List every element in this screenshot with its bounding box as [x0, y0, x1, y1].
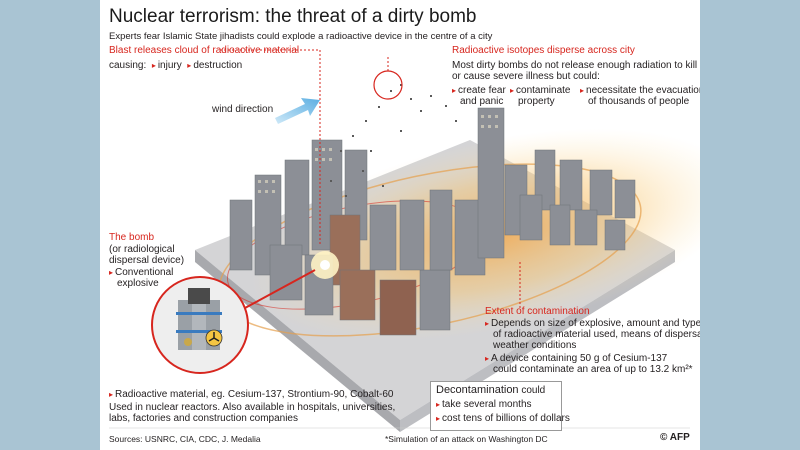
bullet-arrow-icon: ▸ [510, 86, 515, 95]
buildings [229, 107, 636, 336]
effect-fear: ▸create fear [452, 85, 506, 97]
extent-b2-l1: A device containing 50 g of Cesium-137 [491, 353, 668, 364]
bomb-callout-leader [244, 269, 316, 309]
extent-b2-l2: could contaminate an area of up to 13.2 … [493, 364, 693, 375]
extent-b1-l3: weather conditions [493, 340, 577, 351]
isotopes-heading: Radioactive isotopes disperse across cit… [452, 45, 635, 56]
effect-property-l1: contaminate [516, 85, 571, 96]
extent-b1-l2: of radioactive material used, means of d… [493, 329, 700, 340]
debris-particles [330, 84, 457, 197]
page-subtitle: Experts fear Islamic State jihadists cou… [109, 31, 493, 42]
bullet-arrow-icon: ▸ [436, 414, 441, 423]
bomb-heading: The bomb [109, 232, 155, 243]
blast-center [320, 260, 330, 270]
simulation-note: *Simulation of an attack on Washington D… [385, 434, 548, 444]
isotope-highlight-circle [373, 70, 403, 100]
bullet-arrow-icon: ▸ [580, 86, 585, 95]
bullet-arrow-icon: ▸ [485, 319, 490, 328]
bullet-arrow-icon: ▸ [485, 354, 490, 363]
decon-heading-main: Decontamination [436, 384, 519, 396]
city-scene [109, 49, 700, 432]
sources: Sources: USNRC, CIA, CDC, J. Medalia [109, 434, 261, 444]
page-title: Nuclear terrorism: the threat of a dirty… [109, 6, 477, 27]
isotopes-text-1: Most dirty bombs do not release enough r… [452, 60, 698, 71]
bullet-arrow-icon: ▸ [151, 61, 156, 70]
extent-b1: ▸Depends on size of explosive, amount an… [485, 318, 700, 330]
effect-fear-l1: create fear [458, 85, 506, 96]
bomb-sub-1: (or radiological [109, 244, 175, 255]
radioactive-line-1: ▸Radioactive material, eg. Cesium-137, S… [109, 389, 393, 401]
bomb-item-l1: Conventional [115, 267, 174, 278]
decon-heading-suffix: could [518, 385, 546, 396]
wind-arrow [275, 98, 320, 124]
effect-property: ▸contaminate [510, 85, 571, 97]
blast-heading: Blast releases cloud of radioactive mate… [109, 45, 300, 56]
effect-fear-l2: and panic [460, 96, 504, 107]
infographic-panel: Nuclear terrorism: the threat of a dirty… [100, 0, 700, 450]
decon-item-1: ▸take several months [436, 399, 532, 411]
radioactive-line-3: labs, factories and construction compani… [109, 413, 298, 424]
effect-property-l2: property [518, 96, 555, 107]
ground-edge-left [195, 250, 400, 432]
blast-item-destruction: destruction [193, 60, 243, 71]
bomb-item-l2: explosive [117, 278, 159, 289]
extent-b1-l1: Depends on size of explosive, amount and… [491, 318, 700, 329]
decon-item-2-text: cost tens of billions of dollars [442, 413, 570, 424]
effect-evacuation-l2: of thousands of people [588, 96, 690, 107]
blast-causing: causing: ▸injury ▸destruction [109, 60, 242, 72]
bullet-arrow-icon: ▸ [452, 86, 457, 95]
decon-heading: Decontamination could [436, 384, 545, 397]
extent-b2: ▸A device containing 50 g of Cesium-137 [485, 353, 667, 365]
blast-leader [220, 49, 321, 245]
window-pattern [258, 115, 498, 193]
bullet-arrow-icon: ▸ [109, 268, 114, 277]
bomb-item: ▸Conventional [109, 267, 173, 279]
radioactive-line-2: Used in nuclear reactors. Also available… [109, 402, 396, 413]
bullet-arrow-icon: ▸ [109, 390, 114, 399]
decon-item-2: ▸cost tens of billions of dollars [436, 413, 570, 425]
extent-heading: Extent of contamination [485, 306, 590, 317]
decon-item-1-text: take several months [442, 399, 532, 410]
effect-evacuation: ▸necessitate the evacuation [580, 85, 700, 97]
afp-logo: © AFP [660, 432, 690, 443]
bomb-sub-2: dispersal device) [109, 255, 185, 266]
bomb-device [176, 288, 223, 350]
decontamination-box [430, 381, 562, 431]
blast-item-injury: injury [157, 60, 182, 71]
isotopes-text-2: or cause severe illness but could: [452, 71, 600, 82]
bullet-arrow-icon: ▸ [436, 400, 441, 409]
radioactive-l1: Radioactive material, eg. Cesium-137, St… [115, 389, 394, 400]
wind-direction-label: wind direction [212, 104, 274, 115]
effect-evacuation-l1: necessitate the evacuation [586, 85, 700, 96]
bullet-arrow-icon: ▸ [187, 61, 192, 70]
blast-causing-label: causing: [109, 60, 147, 71]
